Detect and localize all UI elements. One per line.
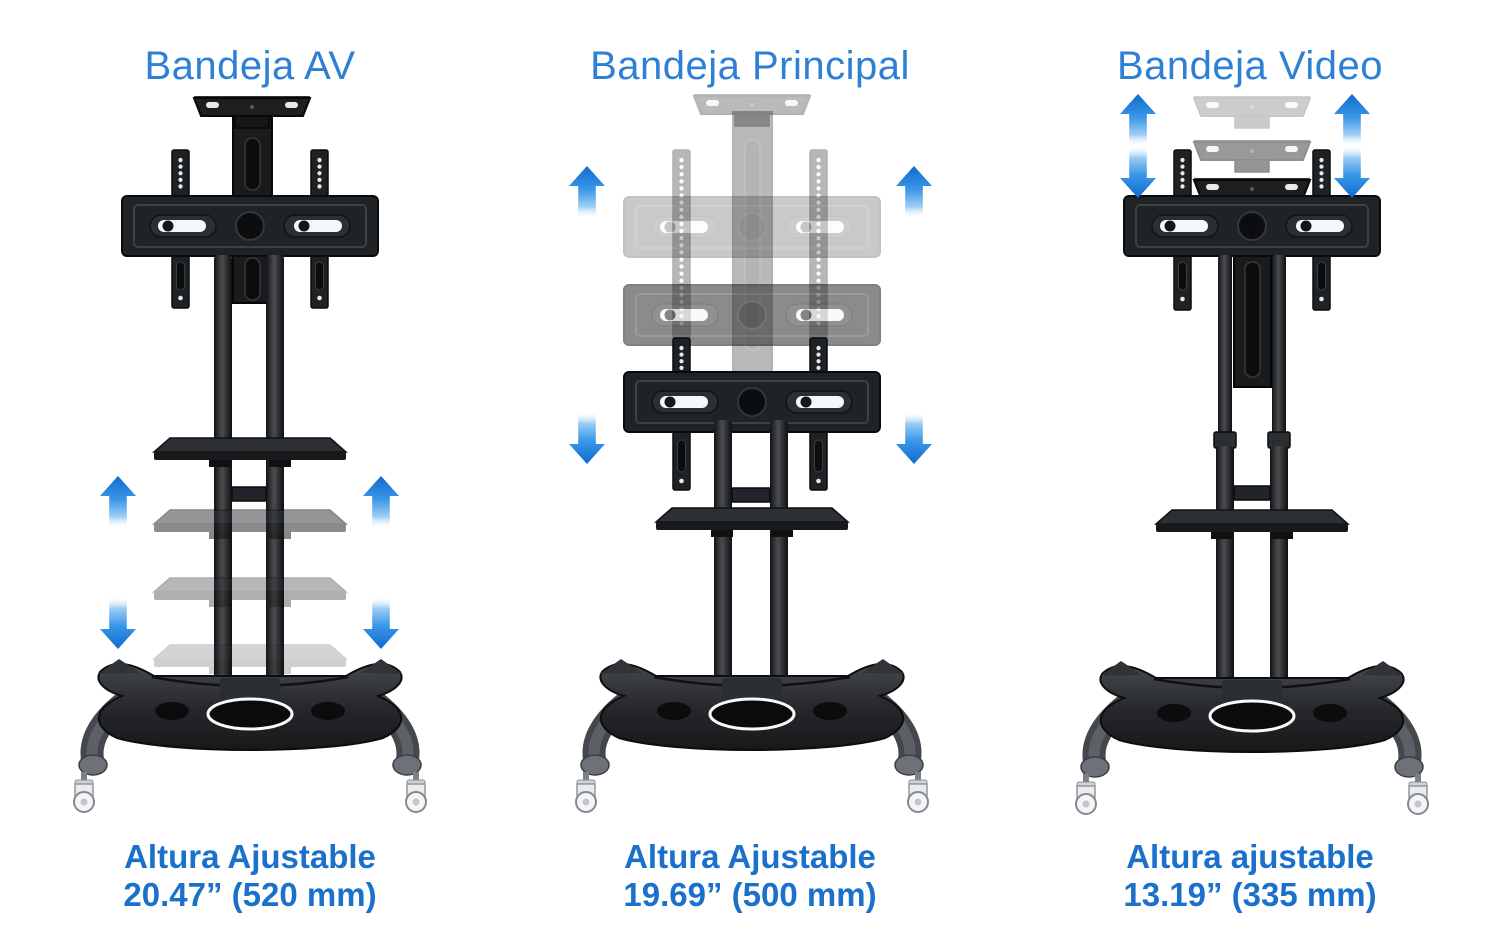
av-tray-ghost (1193, 139, 1311, 173)
media-shelf-ghost (153, 509, 347, 540)
av-tray-ghost (1193, 95, 1311, 129)
av-tray-ghost (693, 93, 811, 127)
up-arrow-icon (1120, 94, 1156, 146)
caption-av: Altura Ajustable 20.47” (520 mm) (0, 838, 500, 914)
support-pole-left (1216, 446, 1234, 686)
panel-title-video: Bandeja Video (1117, 44, 1383, 88)
caption-line-1: Altura ajustable (1126, 838, 1374, 875)
av-tray (193, 95, 311, 129)
caption-line-2: 20.47” (520 mm) (123, 876, 377, 913)
down-arrow-icon (1334, 146, 1370, 198)
up-arrow-icon (1334, 94, 1370, 146)
caption-line-1: Altura Ajustable (624, 838, 876, 875)
support-pole-right-upper (1272, 255, 1286, 437)
tv-bracket (121, 195, 379, 257)
down-arrow-icon (896, 412, 932, 464)
column-slot (244, 137, 261, 191)
caption-line-2: 19.69” (500 mm) (623, 876, 877, 913)
media-shelf-ghost (153, 577, 347, 608)
cart-base (576, 659, 928, 812)
media-shelf (1155, 509, 1349, 540)
cart-principal (569, 93, 932, 812)
cart-base (74, 659, 426, 812)
media-shelf (655, 507, 849, 538)
media-shelf-ghost (153, 644, 347, 675)
panel-title-av: Bandeja AV (144, 44, 356, 88)
telescopic-joint (1267, 431, 1291, 449)
support-pole-right (770, 420, 788, 685)
up-arrow-icon (100, 476, 136, 528)
caption-line-1: Altura Ajustable (124, 838, 376, 875)
column-slot (1244, 261, 1261, 378)
down-arrow-icon (569, 412, 605, 464)
caption-line-2: 13.19” (335 mm) (1123, 876, 1377, 913)
support-pole-right (1270, 446, 1288, 686)
down-arrow-icon (363, 597, 399, 649)
panel-title-principal: Bandeja Principal (590, 44, 910, 88)
tv-bracket-ghost (623, 196, 881, 258)
support-pole-left (214, 255, 232, 685)
support-pole-left (714, 420, 732, 685)
tv-bracket (1123, 195, 1381, 257)
support-pole-left-upper (1218, 255, 1232, 437)
pole-crossbar (731, 487, 771, 503)
column-slot (244, 257, 261, 301)
pole-crossbar (231, 486, 267, 502)
tv-bracket-ghost (623, 284, 881, 346)
up-arrow-icon (569, 166, 605, 218)
cart-base (1076, 661, 1428, 814)
cart-video (1076, 94, 1428, 814)
up-arrow-icon (896, 166, 932, 218)
cart-av (74, 95, 426, 812)
caption-video: Altura ajustable 13.19” (335 mm) (1000, 838, 1500, 914)
down-arrow-icon (1120, 146, 1156, 198)
pole-crossbar (1233, 485, 1271, 501)
up-arrow-icon (363, 476, 399, 528)
media-shelf (153, 437, 347, 468)
support-pole-right (266, 255, 284, 685)
caption-principal: Altura Ajustable 19.69” (500 mm) (500, 838, 1000, 914)
telescopic-joint (1213, 431, 1237, 449)
down-arrow-icon (100, 597, 136, 649)
tv-bracket (623, 371, 881, 433)
